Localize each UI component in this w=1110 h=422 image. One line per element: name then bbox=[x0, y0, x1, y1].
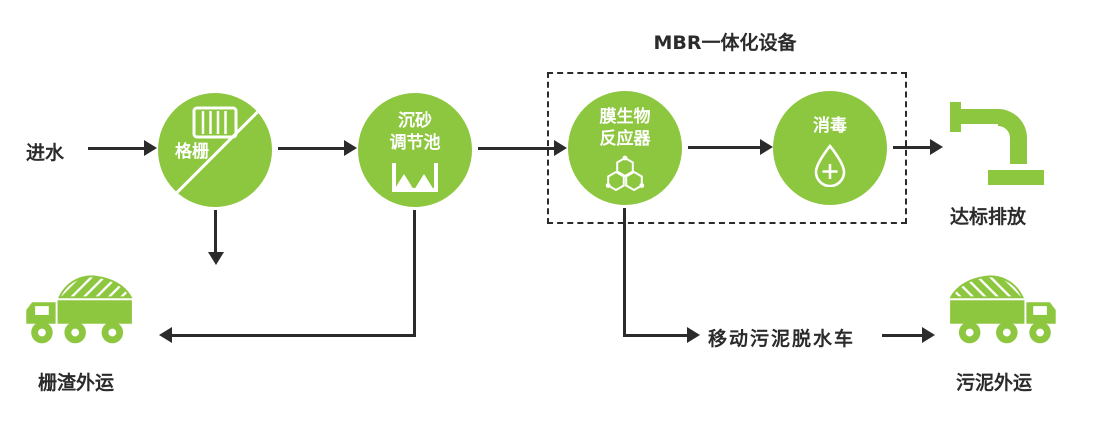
arrow-1-2-head bbox=[344, 140, 357, 156]
molecule-icon bbox=[602, 154, 648, 198]
node-grit-tank-label-1: 沉砂 bbox=[398, 111, 432, 131]
mbr-group-title: MBR一体化设备 bbox=[653, 32, 797, 54]
faucet-icon bbox=[948, 98, 1048, 197]
sludge-truck-icon bbox=[940, 268, 1058, 360]
discharge-label: 达标排放 bbox=[950, 206, 1027, 228]
arrow-4-out-line bbox=[893, 146, 930, 149]
node-mbr-label-2: 反应器 bbox=[599, 129, 651, 150]
node-screen-label: 格栅 bbox=[175, 142, 209, 162]
node-grit-tank: 沉砂 调节池 bbox=[358, 93, 472, 207]
node-disinfection-label: 消毒 bbox=[813, 116, 847, 136]
arrow-screen-down-head bbox=[208, 252, 224, 265]
arrow-inlet-head bbox=[144, 140, 157, 156]
droplet-cross-icon bbox=[812, 143, 848, 191]
arrow-screen-down-line bbox=[214, 210, 217, 252]
arrow-2-3-head bbox=[554, 140, 567, 156]
settling-tank-icon bbox=[389, 160, 441, 197]
connector-sludge-right-head-1 bbox=[687, 327, 700, 343]
inlet-label: 进水 bbox=[26, 142, 65, 164]
arrow-inlet-line bbox=[88, 147, 144, 150]
arrow-3-4-head bbox=[760, 139, 773, 155]
connector-grit-left-head bbox=[159, 327, 172, 343]
sludge-out-label: 污泥外运 bbox=[956, 372, 1033, 394]
node-mbr: 膜生物 反应器 bbox=[568, 91, 682, 205]
node-mbr-label-1: 膜生物 bbox=[599, 107, 651, 127]
connector-grit-left-line bbox=[172, 334, 416, 337]
arrow-3-4-line bbox=[688, 146, 760, 149]
arrow-1-2-line bbox=[278, 147, 344, 150]
connector-grit-down-line bbox=[413, 210, 416, 336]
node-screen: 格栅 bbox=[158, 93, 272, 207]
node-disinfection: 消毒 bbox=[773, 91, 887, 205]
arrow-2-3-line bbox=[478, 147, 554, 150]
sludge-truck-label: 移动污泥脱水车 bbox=[708, 328, 856, 350]
connector-sludge-right-line-2 bbox=[882, 334, 922, 337]
grid-screen-icon bbox=[191, 105, 239, 145]
arrow-4-out-head bbox=[930, 139, 943, 155]
screen-residue-truck-icon bbox=[24, 268, 142, 360]
node-grit-tank-label-2: 调节池 bbox=[389, 133, 441, 154]
connector-sludge-down-line bbox=[623, 208, 626, 336]
connector-sludge-right-line-1 bbox=[623, 334, 687, 337]
screen-residue-label: 栅渣外运 bbox=[38, 372, 115, 394]
connector-sludge-right-head-2 bbox=[922, 327, 935, 343]
